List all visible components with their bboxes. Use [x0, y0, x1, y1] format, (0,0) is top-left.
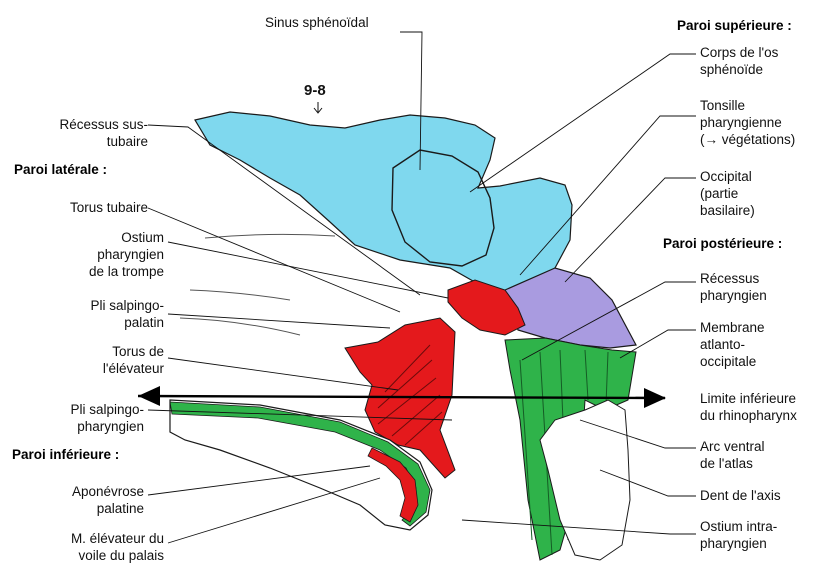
sphenoid-bone-shape [195, 112, 572, 292]
arrow-head-right [644, 388, 666, 408]
label-recessus-pharyngien: Récessus pharyngien [700, 270, 812, 304]
label-limite-inferieure: Limite inférieure du rhinopharynx [700, 390, 814, 424]
label-recessus-sus-tubaire: Récessus sus- tubaire [30, 116, 148, 150]
label-corps-os-sphenoide: Corps de l'os sphénoïde [700, 44, 812, 78]
marker-arrow [314, 102, 322, 113]
label-pli-salpingo-pharyngien: Pli salpingo- pharyngien [20, 401, 144, 435]
label-arc-ventral-atlas: Arc ventral de l'atlas [700, 438, 812, 472]
header-posterior: Paroi postérieure : [663, 236, 782, 251]
label-ostium-trompe: Ostium pharyngien de la trompe [30, 229, 164, 280]
label-m-elevateur: M. élévateur du voile du palais [10, 530, 164, 564]
header-lateral: Paroi latérale : [14, 162, 107, 177]
label-aponevrose-palatine: Aponévrose palatine [20, 483, 144, 517]
label-torus-tubaire: Torus tubaire [30, 199, 148, 216]
label-tonsille-pharyngienne: Tonsille pharyngienne (→ végétations) [700, 97, 812, 148]
header-inferior: Paroi inférieure : [12, 447, 119, 462]
label-dent-axis: Dent de l'axis [700, 487, 812, 504]
label-pli-salpingo-palatin: Pli salpingo- palatin [30, 297, 164, 331]
label-torus-elevateur: Torus de l'élévateur [30, 343, 164, 377]
label-ostium-intra-pharyngien: Ostium intra- pharyngien [700, 518, 812, 552]
label-occipital: Occipital (partie basilaire) [700, 168, 812, 219]
figure-marker: 9-8 [304, 82, 326, 99]
label-membrane-atlanto-occipitale: Membrane atlanto- occipitale [700, 319, 812, 370]
header-superior: Paroi supérieure : [677, 18, 792, 33]
sinus-label: Sinus sphénoïdal [265, 14, 369, 31]
